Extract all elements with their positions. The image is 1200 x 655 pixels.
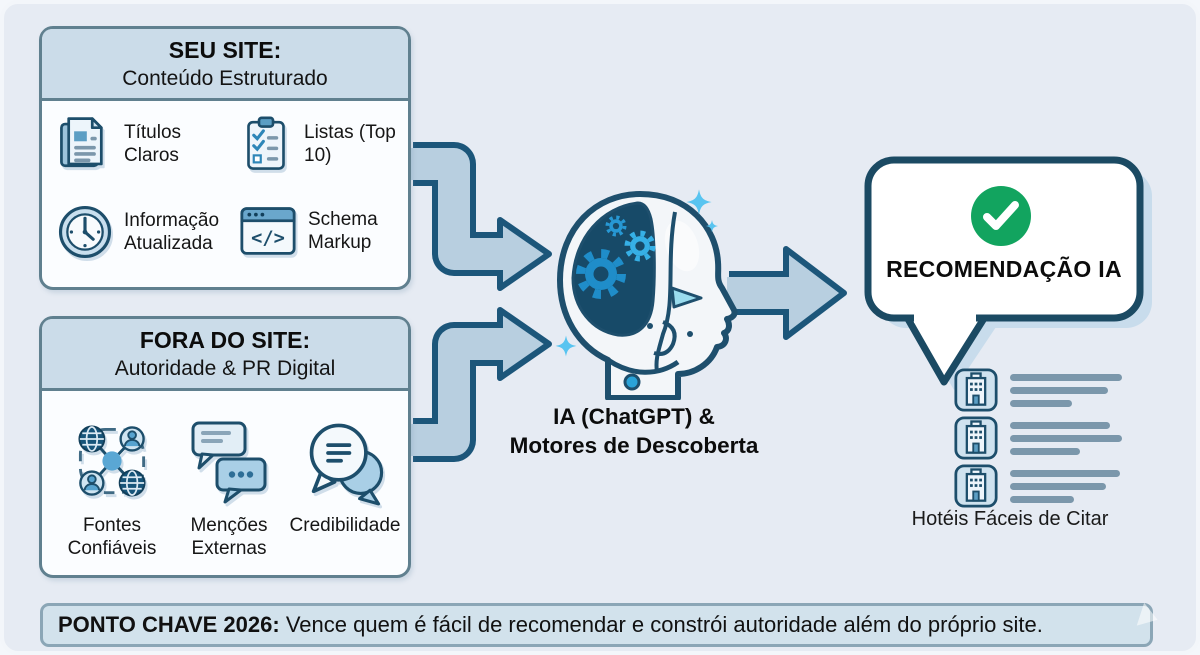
clock-icon — [58, 205, 112, 259]
check-circle-icon — [971, 186, 1031, 246]
hotel-building-icon — [954, 368, 998, 412]
checklist-icon — [247, 116, 285, 170]
arrow-onsite-to-ai — [411, 142, 552, 291]
ai-core-label: IA (ChatGPT) & Motores de Descoberta — [472, 402, 796, 460]
document-icon — [60, 117, 103, 168]
onsite-item-label: Listas (Top 10) — [304, 122, 396, 166]
offsite-item-mencoes: Menções Externas — [168, 415, 290, 560]
code-markup-icon: </> — [240, 207, 296, 255]
key-point-label: PONTO CHAVE 2026: — [58, 612, 280, 637]
ai-core-label-line1: IA (ChatGPT) & — [553, 404, 715, 429]
svg-text:</>: </> — [251, 228, 285, 249]
onsite-item-schema: </> Schema Markup — [238, 203, 420, 259]
text-line — [1010, 399, 1072, 407]
onsite-item-label: Títulos Claros — [124, 122, 182, 166]
hotel-list-row — [954, 416, 1122, 460]
onsite-title: SEU SITE: — [168, 37, 282, 63]
ai-robot-head-icon — [555, 189, 738, 400]
globe-glyph — [78, 425, 106, 453]
offsite-subtitle: Autoridade & PR Digital — [114, 357, 336, 380]
onsite-item-label: Informação Atualizada — [124, 210, 220, 254]
offsite-item-label: Credibilidade — [289, 515, 401, 536]
onsite-panel-header: SEU SITE: Conteúdo Estruturado — [42, 29, 408, 101]
text-line — [1010, 421, 1110, 429]
text-line — [1010, 373, 1122, 381]
offsite-item-fontes: Fontes Confiáveis — [51, 415, 173, 560]
offsite-item-label: Fontes Confiáveis — [67, 515, 157, 559]
ai-core-label-line2: Motores de Descoberta — [509, 433, 759, 458]
globe-glyph — [118, 469, 146, 497]
credibility-icon — [309, 423, 384, 506]
arrow-ai-to-recommendation — [727, 246, 847, 340]
onsite-item-listas: Listas (Top 10) — [238, 115, 416, 173]
user-glyph — [79, 470, 105, 496]
listing-text-lines — [1010, 469, 1120, 503]
recommendation-caption: Hotéis Fáceis de Citar — [911, 508, 1109, 530]
sparkle-icon — [555, 335, 577, 357]
key-point-text: Vence quem é fácil de recomendar e const… — [285, 612, 1043, 637]
listing-text-lines — [1010, 373, 1122, 407]
offsite-title: FORA DO SITE: — [139, 327, 311, 353]
onsite-subtitle: Conteúdo Estruturado — [122, 67, 328, 90]
hotel-building-icon — [954, 464, 998, 508]
offsite-panel: FORA DO SITE: Autoridade & PR Digital — [39, 316, 411, 578]
onsite-item-label: Schema Markup — [308, 209, 378, 253]
network-sources-icon — [78, 425, 146, 497]
onsite-item-titulos: Títulos Claros — [56, 115, 236, 173]
offsite-item-credibilidade: Credibilidade — [284, 415, 406, 537]
user-glyph — [119, 426, 145, 452]
text-line — [1010, 469, 1120, 477]
offsite-item-label: Menções Externas — [190, 515, 268, 559]
hotel-list-row — [954, 368, 1122, 412]
text-line — [1010, 482, 1106, 490]
hotel-list-row — [954, 464, 1120, 508]
external-mentions-icon — [191, 421, 267, 504]
recommendation-title: RECOMENDAÇÃO IA — [886, 256, 1122, 282]
offsite-panel-header: FORA DO SITE: Autoridade & PR Digital — [42, 319, 408, 391]
text-line — [1010, 386, 1108, 394]
text-line — [1010, 495, 1074, 503]
text-line — [1010, 434, 1122, 442]
hotel-building-icon — [954, 416, 998, 460]
onsite-item-informacao: Informação Atualizada — [56, 203, 236, 261]
text-line — [1010, 447, 1080, 455]
onsite-panel: SEU SITE: Conteúdo Estruturado Títulos C… — [39, 26, 411, 290]
listing-text-lines — [1010, 421, 1122, 455]
key-point-bar: PONTO CHAVE 2026: Vence quem é fácil de … — [40, 603, 1153, 647]
flow-arrows — [411, 142, 847, 462]
arrow-offsite-to-ai — [411, 307, 552, 462]
recommendation-bubble — [864, 156, 1152, 390]
